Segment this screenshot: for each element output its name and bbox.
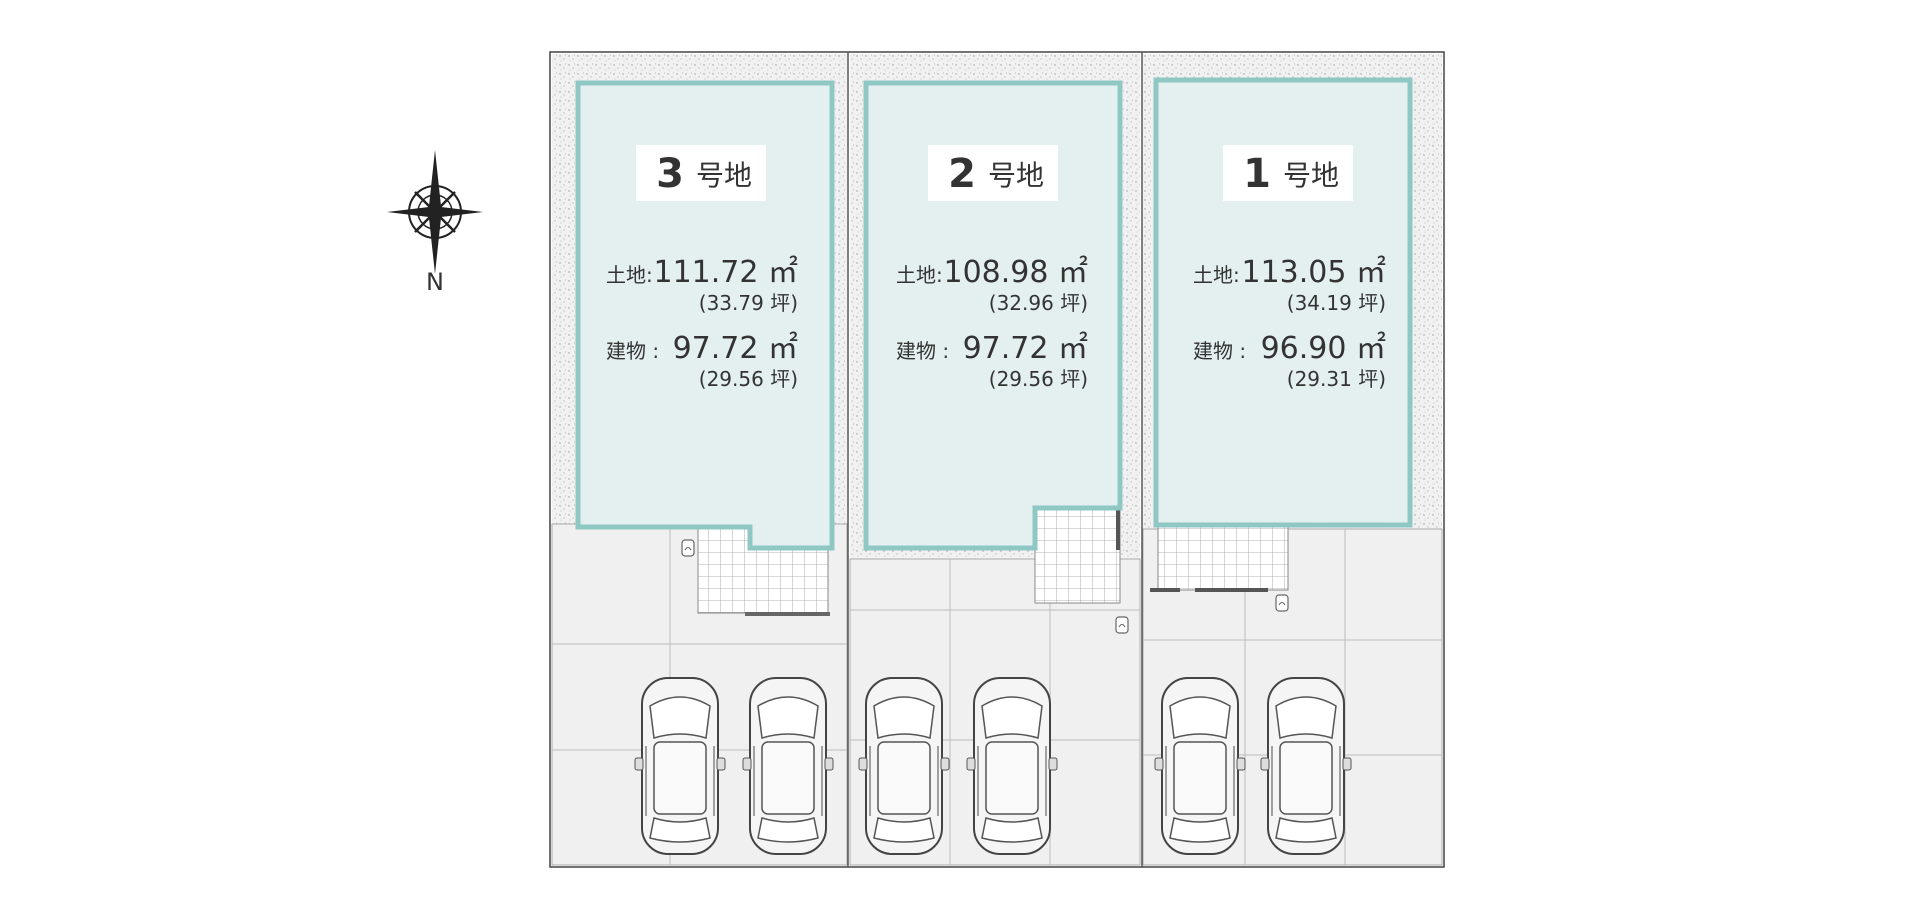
land-tsubo-value: (32.96 坪) [989,291,1088,315]
lot-number: 2 [948,151,976,197]
land-label: 土地: [606,263,653,287]
building-tsubo-value: (29.56 坪) [699,367,798,391]
entrance-tiles-lot-1 [1157,524,1289,591]
compass-north-label: N [426,268,444,296]
car-icon [634,677,726,855]
building-area-value: 97.72 ㎡ [963,331,1088,366]
land-tsubo-value: (33.79 坪) [699,291,798,315]
land-area-value: 113.05 ㎡ [1241,255,1386,290]
meter-icon [1115,616,1129,634]
lot-number: 3 [656,151,684,197]
lot-badge [928,145,1058,201]
entrance-tiles-lot-2 [1034,507,1121,604]
building-tsubo-value: (29.56 坪) [989,367,1088,391]
compass-icon [387,150,483,274]
building-label: 建物 : [606,339,659,363]
meter-icon [681,539,695,557]
car-icon [1154,677,1246,855]
lot-suffix: 号地 [1283,159,1339,192]
building-tsubo-value: (29.31 坪) [1287,367,1386,391]
car-icon [966,677,1058,855]
land-label: 土地: [896,263,943,287]
lot-suffix: 号地 [696,159,752,192]
car-icon [742,677,834,855]
lot-badge [636,145,766,201]
building-area-value: 96.90 ㎡ [1261,331,1386,366]
lot-number: 1 [1243,151,1271,197]
car-icon [858,677,950,855]
building-label: 建物 : [896,339,949,363]
lot-suffix: 号地 [988,159,1044,192]
lot-badge [1223,145,1353,201]
land-tsubo-value: (34.19 坪) [1287,291,1386,315]
land-label: 土地: [1193,263,1240,287]
meter-icon [1275,594,1289,612]
car-icon [1260,677,1352,855]
land-area-value: 111.72 ㎡ [653,255,798,290]
land-area-value: 108.98 ㎡ [943,255,1088,290]
building-area-value: 97.72 ㎡ [673,331,798,366]
building-label: 建物 : [1193,339,1246,363]
